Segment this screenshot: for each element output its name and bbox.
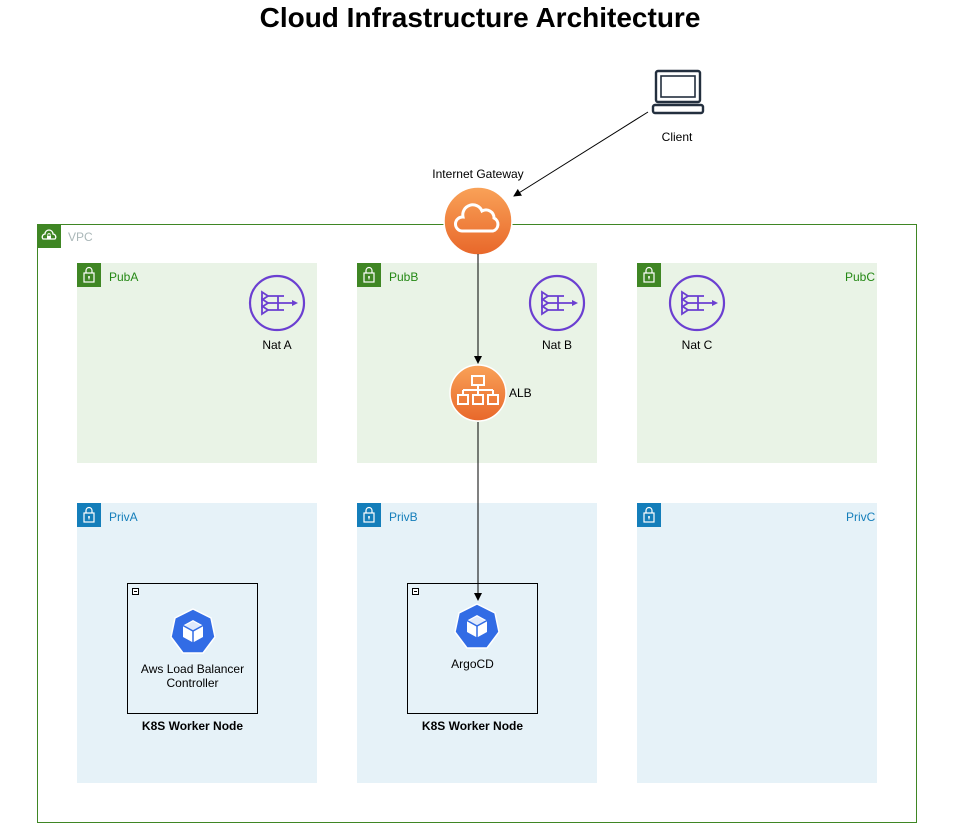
subnet-privc: [637, 503, 877, 783]
vpc-label: VPC: [68, 230, 93, 244]
subnet-label-privc: PrivC: [846, 510, 876, 524]
collapse-icon[interactable]: [412, 588, 419, 595]
page-title: Cloud Infrastructure Architecture: [259, 2, 701, 33]
service-label: ArgoCD: [451, 657, 494, 671]
subnet-lock-icon: [77, 263, 101, 287]
collapse-icon[interactable]: [132, 588, 139, 595]
subnet-lock-icon: [637, 503, 661, 527]
subnet-lock-icon: [357, 263, 381, 287]
nat-gateway-icon: [668, 274, 726, 332]
kubernetes-icon: [452, 602, 502, 652]
load-balancer-icon: [449, 364, 507, 422]
nat-label: Nat B: [541, 338, 572, 352]
alb-label: ALB: [509, 386, 532, 400]
service-label: Aws Load Balancer Controller: [140, 662, 245, 690]
subnet-lock-icon: [357, 503, 381, 527]
nat-label: Nat C: [681, 338, 713, 352]
worker-node-label: K8S Worker Node: [141, 719, 244, 733]
client-label: Client: [661, 130, 693, 144]
internet-gateway-label: Internet Gateway: [432, 167, 524, 181]
worker-node-label: K8S Worker Node: [421, 719, 524, 733]
subnet-lock-icon: [77, 503, 101, 527]
subnet-lock-icon: [637, 263, 661, 287]
subnet-pubc: [637, 263, 877, 463]
subnet-label-pubc: PubC: [845, 270, 876, 284]
subnet-label-priva: PrivA: [109, 510, 138, 524]
nat-label: Nat A: [262, 338, 292, 352]
vpc-lock-icon: [37, 224, 61, 248]
client-to-gateway-arrow: [513, 111, 649, 197]
subnet-label-puba: PubA: [109, 270, 139, 284]
nat-gateway-icon: [528, 274, 586, 332]
client-icon: [651, 68, 705, 118]
nat-gateway-icon: [248, 274, 306, 332]
subnet-label-privb: PrivB: [389, 510, 418, 524]
subnet-label-pubb: PubB: [389, 270, 419, 284]
kubernetes-icon: [168, 607, 218, 657]
